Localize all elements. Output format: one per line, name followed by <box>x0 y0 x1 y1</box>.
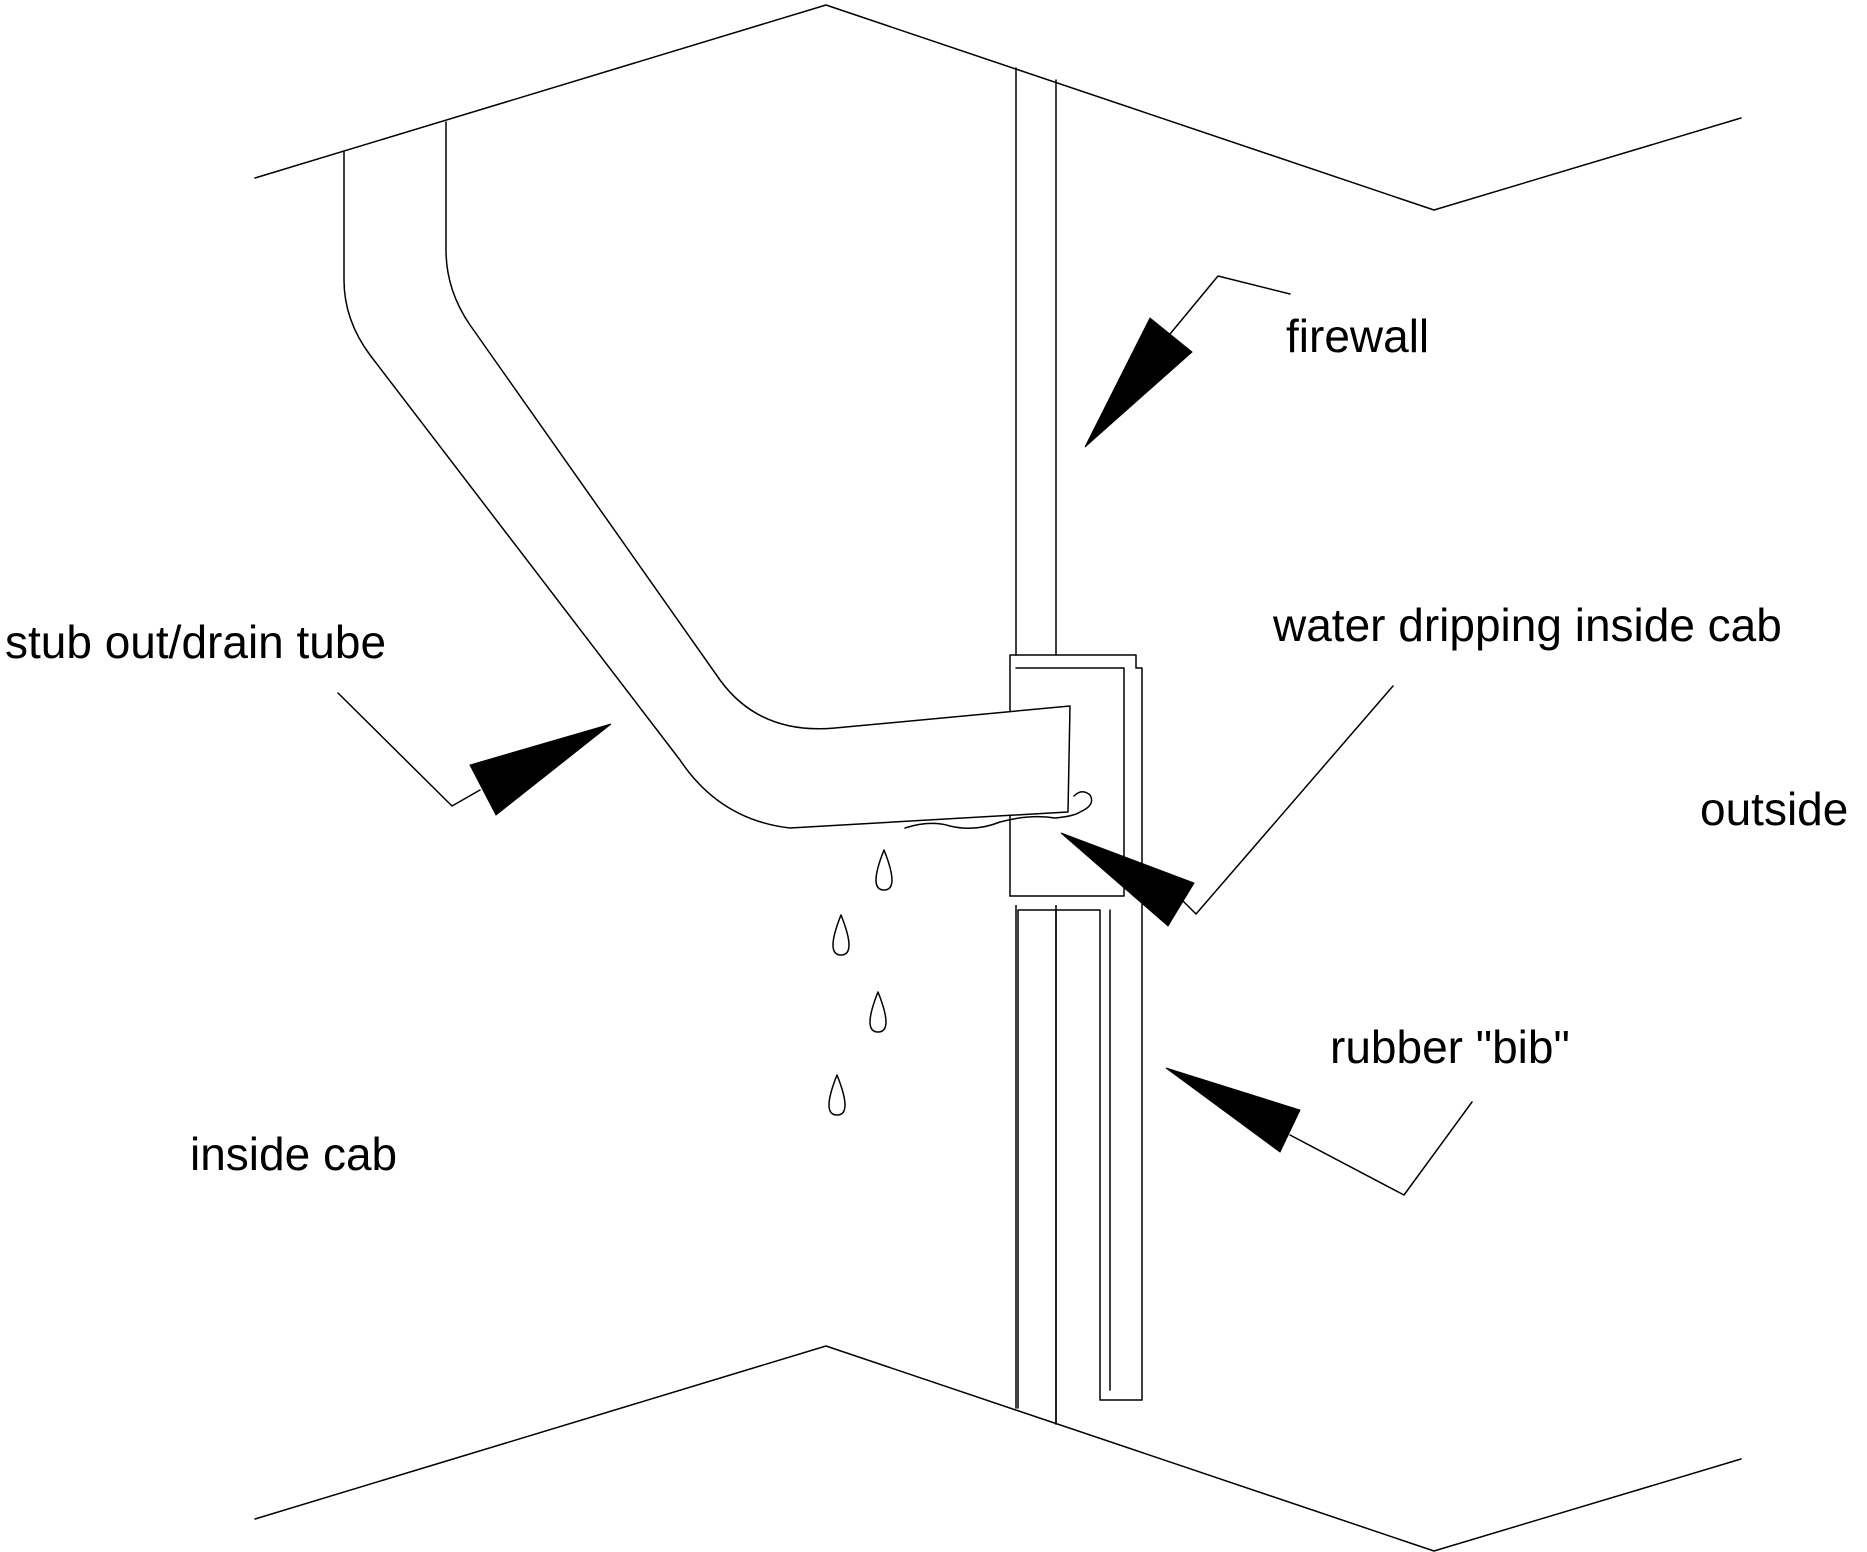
drain-tube-callout <box>337 692 612 816</box>
label-water-dripping: water dripping inside cab <box>1272 599 1782 651</box>
water-film <box>904 791 1093 829</box>
water-dripping-callout <box>1060 685 1394 927</box>
label-outside: outside <box>1700 783 1848 835</box>
water-drop <box>875 849 893 891</box>
label-inside-cab: inside cab <box>190 1128 397 1180</box>
rubber-bib-callout <box>1165 1067 1473 1196</box>
drain-tube <box>343 121 1071 829</box>
water-drops <box>828 849 893 1116</box>
water-drop <box>828 1074 846 1116</box>
label-firewall: firewall <box>1286 310 1429 362</box>
firewall-callout <box>1084 275 1291 448</box>
label-rubber-bib: rubber "bib" <box>1330 1021 1570 1073</box>
water-drop <box>832 914 850 956</box>
label-stub-out-drain-tube: stub out/drain tube <box>5 616 386 668</box>
top-break-line <box>254 4 1742 211</box>
bottom-break-line <box>254 1345 1742 1552</box>
water-drop <box>869 991 887 1033</box>
